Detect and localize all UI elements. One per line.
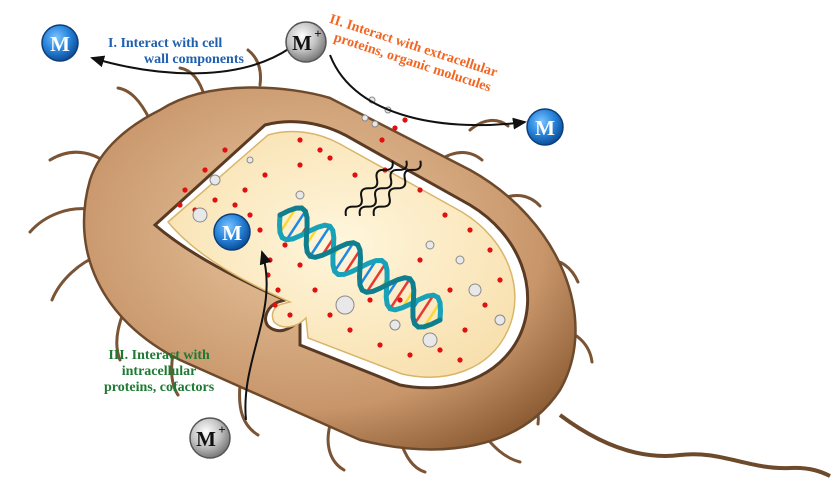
red-particle xyxy=(267,257,272,262)
red-particle xyxy=(262,172,267,177)
red-particle xyxy=(222,147,227,152)
red-particle xyxy=(417,257,422,262)
red-particle xyxy=(257,227,262,232)
cation-bottom: M + xyxy=(190,418,230,458)
red-particle xyxy=(379,137,384,142)
red-particle xyxy=(487,247,492,252)
red-particle xyxy=(297,162,302,167)
red-particle xyxy=(312,287,317,292)
red-particle xyxy=(442,212,447,217)
gray-particle xyxy=(426,241,434,249)
red-particle xyxy=(232,202,237,207)
red-particle xyxy=(447,287,452,292)
red-particle xyxy=(202,167,207,172)
red-particle xyxy=(327,155,332,160)
cation-top: M + xyxy=(286,22,326,62)
cation-charge: + xyxy=(218,422,225,437)
red-particle xyxy=(327,312,332,317)
gray-particle xyxy=(193,208,207,222)
red-particle xyxy=(297,137,302,142)
label-cell-wall: I. Interact with cell wall components xyxy=(108,36,244,68)
gray-particle xyxy=(336,296,354,314)
metal-ion-label: M xyxy=(50,32,70,56)
red-particle xyxy=(182,187,187,192)
metal-ion-top-left: M xyxy=(42,25,78,61)
red-particle xyxy=(497,277,502,282)
cation-charge: + xyxy=(314,26,321,41)
gray-particle xyxy=(390,320,400,330)
label-cell-wall-line2: wall components xyxy=(108,52,244,68)
metal-ion-inside: M xyxy=(214,214,250,250)
red-particle xyxy=(247,212,252,217)
label-intracellular-line2: intracellular xyxy=(104,364,214,380)
red-particle xyxy=(367,297,372,302)
red-particle xyxy=(482,302,487,307)
red-particle xyxy=(407,352,412,357)
metal-ion-label: M xyxy=(535,116,555,140)
red-particle xyxy=(467,227,472,232)
red-particle xyxy=(352,172,357,177)
gray-particle xyxy=(469,284,481,296)
red-particle xyxy=(275,287,280,292)
gray-particle xyxy=(423,333,437,347)
gray-particle xyxy=(296,191,304,199)
red-particle xyxy=(402,117,407,122)
gray-particle xyxy=(456,256,464,264)
red-particle xyxy=(287,312,292,317)
red-particle xyxy=(417,187,422,192)
cation-label: M xyxy=(196,427,216,451)
red-particle xyxy=(317,147,322,152)
gray-particle xyxy=(247,157,253,163)
label-intracellular-line3: proteins, cofactors xyxy=(104,380,214,396)
red-particle xyxy=(272,302,277,307)
cation-label: M xyxy=(292,31,312,55)
gray-particle xyxy=(210,175,220,185)
red-particle xyxy=(457,357,462,362)
red-particle xyxy=(347,327,352,332)
gray-particle xyxy=(495,315,505,325)
label-cell-wall-line1: I. Interact with cell xyxy=(108,36,244,52)
red-particle xyxy=(212,197,217,202)
metal-ion-right: M xyxy=(527,109,563,145)
red-particle xyxy=(392,125,397,130)
red-particle xyxy=(282,242,287,247)
metal-ion-label: M xyxy=(222,221,242,245)
red-particle xyxy=(462,327,467,332)
gray-particle xyxy=(372,121,378,127)
red-particle xyxy=(297,262,302,267)
gray-particle xyxy=(362,115,368,121)
flagellum xyxy=(560,415,830,476)
red-particle xyxy=(437,347,442,352)
red-particle xyxy=(177,202,182,207)
red-particle xyxy=(377,342,382,347)
label-intracellular: III. Interact with intracellular protein… xyxy=(104,348,214,396)
red-particle xyxy=(242,187,247,192)
label-intracellular-line1: III. Interact with xyxy=(104,348,214,364)
